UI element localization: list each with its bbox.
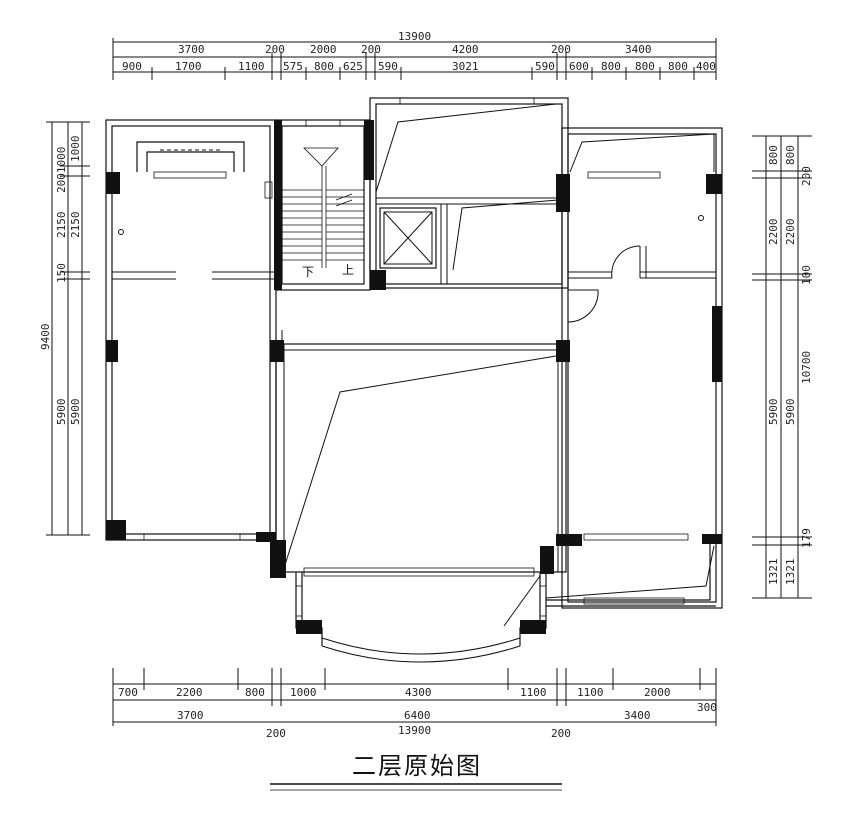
dim-top-mid-3: 200 [361, 43, 381, 56]
dim-bottom-fine-4: 4300 [405, 686, 432, 699]
dim-bottom-fine-5: 1100 [520, 686, 547, 699]
dim-bottom-mid-0: 3700 [177, 709, 204, 722]
dim-bottom-mid-1: 6400 [404, 709, 431, 722]
dim-top-fine-10: 800 [601, 60, 621, 73]
stair-up-label: 上 [342, 263, 354, 277]
dim-top-fine-12: 800 [668, 60, 688, 73]
dim-bottom-fine-7: 2000 [644, 686, 671, 699]
dim-top-mid-5: 200 [551, 43, 571, 56]
dim-top-total: 13900 [398, 30, 431, 43]
dim-top-mid-2: 2000 [310, 43, 337, 56]
dim-top-mid-0: 3700 [178, 43, 205, 56]
dim-top-fine-13: 400 [696, 60, 716, 73]
dim-right-inner-7: 5900 [784, 399, 797, 426]
dim-top-fine-1: 1700 [175, 60, 202, 73]
dim-right-outer-3: 179 [800, 528, 813, 548]
dim-top-fine-5: 625 [343, 60, 363, 73]
dim-bottom-extra-0: 200 [266, 727, 286, 740]
dim-top-fine-2: 1100 [238, 60, 265, 73]
columns [106, 120, 722, 634]
dim-left-inner-1: 1000 [69, 136, 82, 163]
dim-top-fine-8: 590 [535, 60, 555, 73]
dim-bottom-fine-1: 2200 [176, 686, 203, 699]
dim-right-inner-3: 2200 [767, 219, 780, 246]
dim-right-inner-6: 5900 [767, 399, 780, 426]
dim-right-inner-4: 2200 [784, 219, 797, 246]
dim-top-fine-7: 3021 [452, 60, 479, 73]
dim-right-inner-0: 800 [767, 145, 780, 165]
outlet-icon [698, 215, 704, 221]
dim-bottom-fine-3: 1000 [290, 686, 317, 699]
dim-top-fine-3: 575 [283, 60, 303, 73]
dim-right-outer-0: 200 [800, 166, 813, 186]
dim-top-fine-9: 600 [569, 60, 589, 73]
dim-right-inner-1: 800 [784, 145, 797, 165]
dim-bottom-fine-8: 300 [697, 701, 717, 714]
dim-bottom-fine-6: 1100 [577, 686, 604, 699]
dim-left-inner-6: 5900 [69, 399, 82, 426]
dim-bottom-total: 13900 [398, 724, 431, 737]
dim-right-outer-1: 100 [800, 265, 813, 285]
dim-bottom-mid-2: 3400 [624, 709, 651, 722]
dim-left-inner-2: 2150 [55, 212, 68, 239]
dim-top-fine-6: 590 [378, 60, 398, 73]
dim-bottom-fine-0: 700 [118, 686, 138, 699]
dim-bottom-fine-2: 800 [245, 686, 265, 699]
void-lines [283, 103, 715, 627]
staircase [282, 147, 364, 268]
outlet-icon [118, 229, 124, 235]
dim-top-mid-4: 4200 [452, 43, 479, 56]
page-title: 二层原始图 [352, 752, 482, 780]
dim-top-fine-11: 800 [635, 60, 655, 73]
stair-down-label: 下 [302, 265, 314, 279]
dim-top-fine-0: 900 [122, 60, 142, 73]
dim-right-inner-9: 1321 [784, 559, 797, 586]
meter-box-icon [264, 181, 273, 199]
dim-left-inner-0: 2001000 [55, 147, 68, 193]
right-dimensions: 800 800 200 2200 2200 100 10700 5900 590… [752, 135, 813, 599]
left-dimensions: 2001000 1000 2150 2150 150 9400 5900 590… [39, 121, 90, 536]
dim-top-mid-6: 3400 [625, 43, 652, 56]
windows [143, 97, 689, 617]
dim-top-mid-1: 200 [265, 43, 285, 56]
dim-right-inner-8: 1321 [767, 559, 780, 586]
dim-top-fine-4: 800 [314, 60, 334, 73]
dim-left-inner-3: 2150 [69, 212, 82, 239]
dim-left-inner-5: 5900 [55, 399, 68, 426]
bottom-dimensions: 700 2200 800 1000 4300 1100 1100 2000 30… [112, 668, 717, 740]
dim-bottom-extra-1: 200 [551, 727, 571, 740]
top-dimensions: 13900 3700 200 2000 200 4200 200 3400 90… [112, 30, 717, 80]
dim-left-inner-4: 150 [55, 263, 68, 283]
dim-right-outer-2: 10700 [800, 351, 813, 384]
dim-left-outer: 9400 [39, 324, 52, 351]
